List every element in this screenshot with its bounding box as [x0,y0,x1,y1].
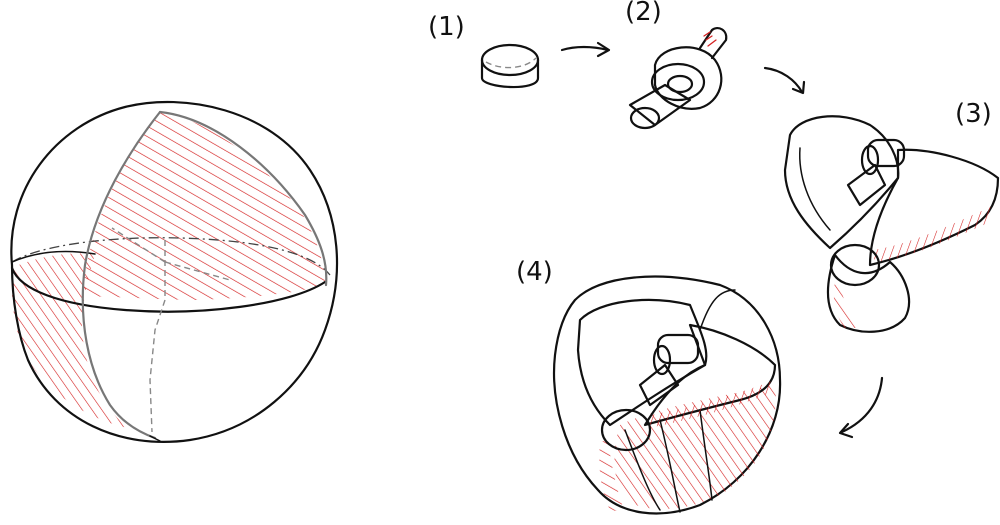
sphere-cut-face-upper [82,112,325,300]
step-label-3: (3) [955,99,992,129]
sphere-bottom-foot [149,435,161,442]
sphere-cut-plane-edge [81,110,162,440]
sectioned-sphere [10,100,339,443]
arrow-3-to-4 [838,376,884,439]
arrow-2-to-3 [763,66,806,95]
sphere-inner-dashed-axis [149,240,166,433]
step-label-4: (4) [516,257,553,287]
step4-assembled-ball [553,275,782,515]
step-label-2: (2) [625,0,662,27]
sphere-outline [10,100,339,443]
step2-hub [628,26,728,130]
sphere-cut-face-left [11,253,129,428]
sphere-equator-front [10,266,327,313]
step3-wedge-assembly [783,115,1000,333]
arrow-1-to-2 [560,41,611,58]
sphere-cut-plane-rim [158,110,328,287]
step-label-1: (1) [428,12,465,42]
sphere-inner-dashed-diag [111,227,231,281]
step1-disc [480,43,540,89]
